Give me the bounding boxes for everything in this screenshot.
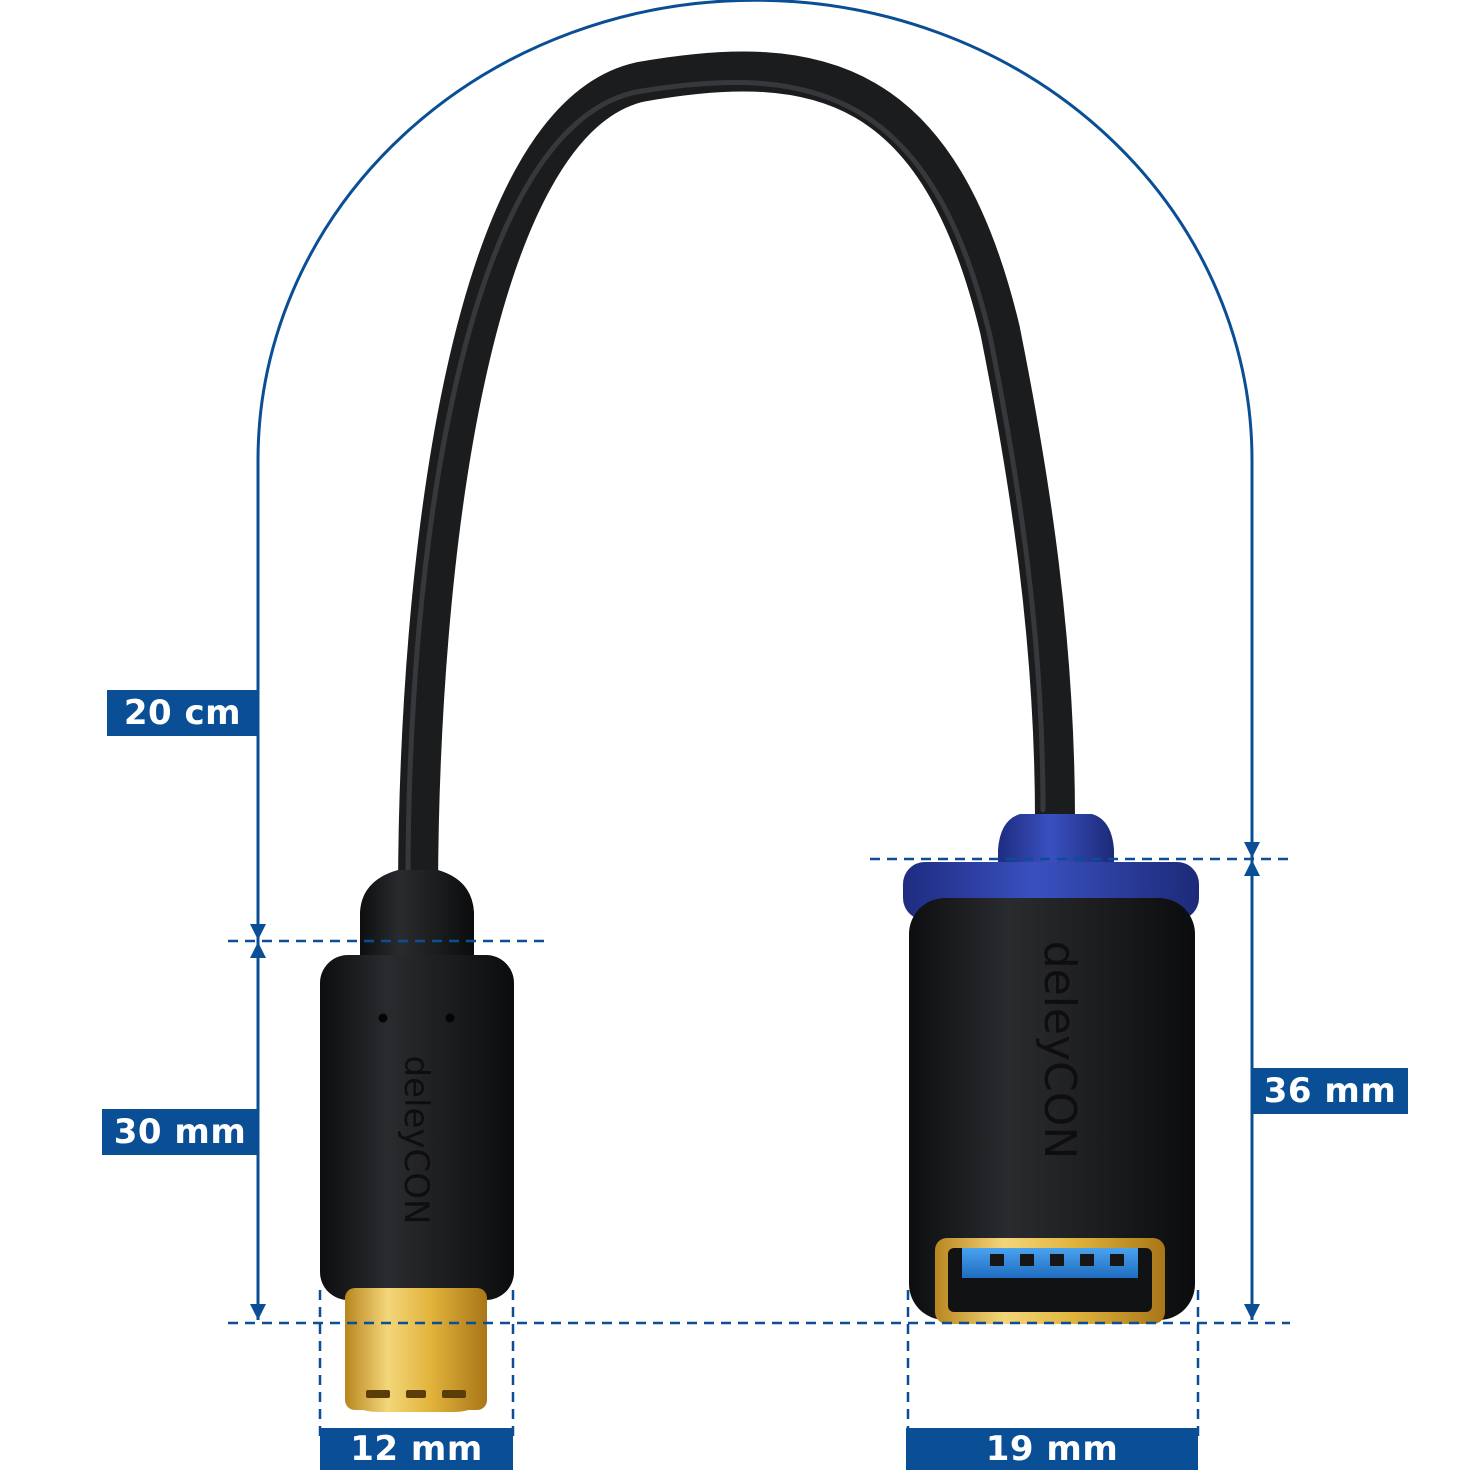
usb-c-dot-right (445, 1013, 455, 1023)
usb-a-length-label: 36 mm (1252, 1068, 1408, 1114)
usb-c-contact-right (442, 1390, 466, 1398)
cable (398, 51, 1075, 920)
usb-c-contact-left (366, 1390, 390, 1398)
usb-a-pin (1080, 1254, 1094, 1266)
usb-c-strain-relief (360, 870, 474, 960)
usb-a-pin (990, 1254, 1004, 1266)
usb-a-pin (1050, 1254, 1064, 1266)
cable-length-label: 20 cm (107, 690, 258, 736)
dimension-arch (256, 0, 1254, 1320)
usb-a-width-label: 19 mm (906, 1428, 1198, 1470)
usb-a-pin (1020, 1254, 1034, 1266)
usb-a-housing (909, 898, 1195, 1320)
usb-a-brand-logo: deleyCON (1034, 941, 1085, 1160)
usb-c-plug (345, 1288, 487, 1410)
usb-c-contact-mid (406, 1390, 426, 1398)
arrow-down-icon (250, 1304, 266, 1320)
usb-a-blue-collar (998, 814, 1114, 870)
usb-c-length-label: 30 mm (102, 1109, 258, 1155)
arrow-down-icon (250, 924, 266, 940)
usb-a-pin (1110, 1254, 1124, 1266)
cable-highlight (405, 79, 1046, 883)
arrow-up-icon (1244, 860, 1260, 876)
arrow-down-icon (1244, 1304, 1260, 1320)
usb-c-brand-logo: deleyCON (396, 1056, 436, 1225)
arrow-up-icon (250, 942, 266, 958)
arrow-down-icon (1244, 842, 1260, 858)
usb-c-housing (320, 955, 514, 1300)
usb-c-dot-left (378, 1013, 388, 1023)
usb-c-width-label: 12 mm (320, 1428, 513, 1470)
